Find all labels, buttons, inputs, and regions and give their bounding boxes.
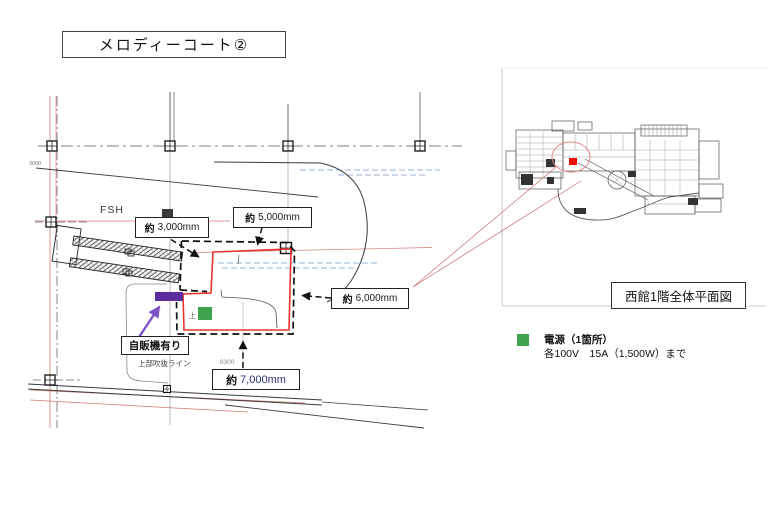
location-overlay xyxy=(412,141,591,288)
measurement-label-6000: 約 6,000mm xyxy=(331,288,409,309)
columns xyxy=(44,140,426,394)
overview-caption-text: 西館1階全体平面図 xyxy=(625,290,732,304)
measurement-arrows xyxy=(170,227,332,368)
vending-arrow xyxy=(138,305,161,338)
page-title-text: メロディーコート② xyxy=(98,37,250,54)
location-marker xyxy=(569,158,577,165)
vending-machine-label: 自販機有り xyxy=(121,336,189,355)
measurement-prefix: 約 xyxy=(245,214,256,225)
power-outlet-square xyxy=(198,307,212,320)
leader-line-lower xyxy=(412,180,582,288)
power-legend-swatch xyxy=(517,334,529,346)
arrow-3000 xyxy=(170,238,200,258)
floor-mark: 上 xyxy=(189,313,196,320)
upper-void-line-label: 上部吹抜ライン xyxy=(138,359,191,368)
measurement-prefix: 約 xyxy=(144,224,155,235)
vending-machine-label-text: 自販機有り xyxy=(128,340,182,352)
measurement-label-5000: 約 5,000mm xyxy=(233,207,312,228)
highlight-circle xyxy=(551,141,591,173)
measurement-label-7000: 約 7,000mm xyxy=(212,369,300,390)
power-legend-line1: 電源（1箇所） xyxy=(544,334,613,346)
leader-line-upper xyxy=(412,166,557,288)
arrow-6000 xyxy=(301,291,332,301)
boundary-dashed-line xyxy=(175,240,296,335)
measurement-prefix: 約 xyxy=(226,374,238,387)
measurement-value: 5,000mm xyxy=(258,212,300,223)
power-legend-line2: 各100V 15A（1,500W）まで xyxy=(544,348,687,360)
arrow-5000 xyxy=(255,227,264,246)
dimension-8300: 8300 xyxy=(220,359,235,366)
escalator-direction-glyphs xyxy=(122,248,135,277)
vending-machine-rect xyxy=(155,292,183,301)
escalator xyxy=(51,209,184,284)
event-area-outline xyxy=(182,248,292,331)
page-title: メロディーコート② xyxy=(62,31,286,58)
blue-reference-lines xyxy=(218,169,440,269)
overview-building xyxy=(505,120,724,221)
measurement-value: 6,000mm xyxy=(355,293,398,304)
measurement-prefix: 約 xyxy=(342,295,353,306)
edge-dimension-3000: 3000 xyxy=(29,161,42,167)
overview-panel-border xyxy=(501,67,766,307)
fsh-label: FSH xyxy=(100,204,124,216)
interior-detail-lines xyxy=(220,254,278,329)
power-legend: 電源（1箇所） 各100V 15A（1,500W）まで xyxy=(517,333,686,361)
overview-caption: 西館1階全体平面図 xyxy=(611,282,746,309)
column-block xyxy=(162,209,173,217)
measurement-value: 3,000mm xyxy=(157,222,200,233)
measurement-value: 7,000mm xyxy=(240,373,286,386)
planter-outline xyxy=(125,283,169,384)
measurement-label-3000: 約 3,000mm xyxy=(135,217,209,238)
